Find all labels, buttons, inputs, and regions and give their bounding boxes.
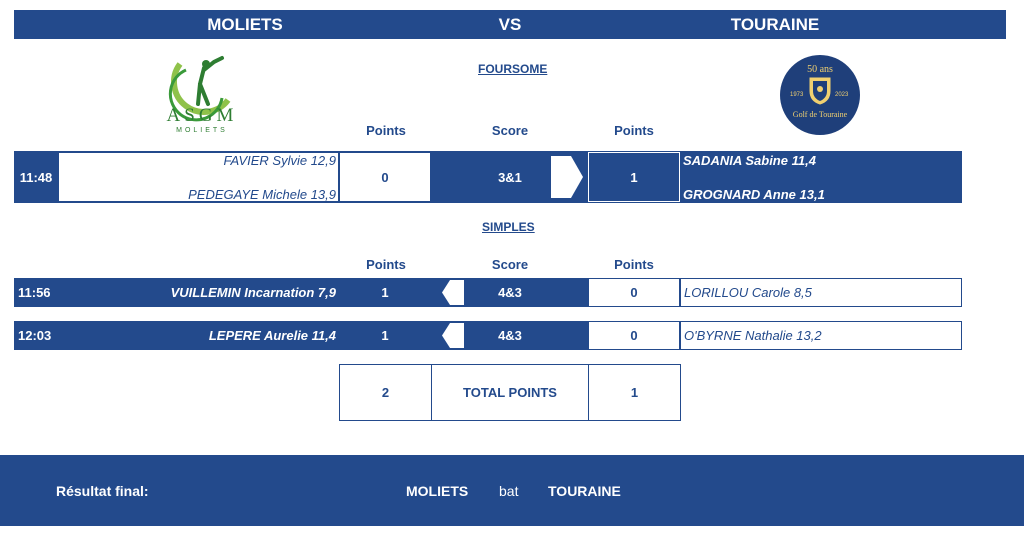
result-bar (0, 455, 1024, 526)
foursome-left-players-cell (58, 152, 339, 202)
simple-left-points: 1 (381, 328, 389, 343)
foursome-time: 11:48 (19, 169, 53, 185)
simple-time: 11:56 (18, 285, 51, 300)
simple-left-points: 1 (381, 285, 389, 300)
col-score-simples: Score (491, 257, 529, 272)
header-team-left: MOLIETS (207, 14, 283, 34)
col-score: Score (491, 123, 529, 138)
result-label: Résultat final: (56, 483, 149, 499)
result-verb: bat (499, 483, 519, 499)
simple-right-player: O'BYRNE Nathalie 13,2 (684, 328, 822, 343)
simple-score: 4&3 (498, 328, 522, 343)
arrow-left-icon (442, 280, 464, 305)
simple-left-player: VUILLEMIN Incarnation 7,9 (170, 285, 336, 300)
col-points-left: Points (366, 123, 406, 138)
foursome-right-player2: GROGNARD Anne 13,1 (683, 187, 825, 202)
result-loser: TOURAINE (548, 483, 621, 499)
total-label: TOTAL POINTS (431, 364, 589, 421)
simples-title: SIMPLES (482, 220, 535, 234)
foursome-left-points: 0 (381, 169, 389, 185)
simple-left-player: LEPERE Aurelie 11,4 (208, 328, 336, 343)
total-left: 2 (339, 364, 432, 421)
total-right: 1 (588, 364, 681, 421)
arrow-left-icon (442, 323, 464, 348)
touraine-logo-bottom: Golf de Touraine (792, 109, 848, 119)
simple-right-player: LORILLOU Carole 8,5 (684, 285, 812, 300)
foursome-left-points-cell (339, 152, 431, 202)
col-points-right-simples: Points (614, 257, 654, 272)
foursome-right-player1: SADANIA Sabine 11,4 (683, 153, 816, 168)
simple-right-player-cell (680, 278, 962, 307)
simple-row (14, 278, 588, 307)
header-team-right: TOURAINE (730, 14, 820, 34)
asgm-logo-subtext: MOLIETS (176, 126, 228, 134)
result-winner: MOLIETS (406, 483, 469, 499)
col-points-left-simples: Points (366, 257, 406, 272)
asgm-logo (160, 50, 244, 138)
foursome-title: FOURSOME (478, 62, 548, 76)
golfer-swing-icon (168, 56, 231, 122)
foursome-left-player2: PEDEGAYE Michele 13,9 (188, 187, 336, 202)
simple-right-points: 0 (630, 285, 638, 300)
simple-right-points: 0 (630, 328, 638, 343)
simple-row (14, 321, 588, 350)
foursome-right-points: 1 (630, 169, 638, 185)
header-vs: VS (498, 14, 522, 34)
header-bar (14, 10, 1006, 39)
simple-time: 12:03 (18, 328, 52, 343)
foursome-right-points-cell (588, 152, 680, 202)
simple-right-points-cell (588, 321, 680, 350)
touraine-logo-year-left: 1973 (790, 92, 804, 98)
touraine-logo-year-right: 2023 (835, 92, 849, 98)
touraine-logo: 50 ans 1973 2023 Golf de Touraine (780, 55, 860, 135)
arrow-right-icon (551, 156, 583, 198)
shield-icon (809, 77, 831, 105)
simple-score: 4&3 (498, 285, 522, 300)
simple-right-player-cell (680, 321, 962, 350)
foursome-score: 3&1 (498, 169, 522, 185)
col-points-right: Points (614, 123, 654, 138)
asgm-logo-text: ASGM (166, 105, 238, 126)
simple-right-points-cell (588, 278, 680, 307)
touraine-logo-top: 50 ans (807, 63, 833, 75)
foursome-left-player1: FAVIER Sylvie 12,9 (223, 153, 336, 168)
